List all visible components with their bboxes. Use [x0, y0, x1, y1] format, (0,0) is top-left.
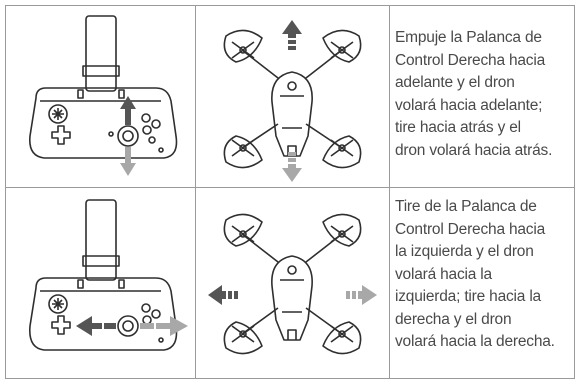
arrow-down-icon: [120, 147, 136, 176]
text-line: volará hacia adelante;: [395, 96, 543, 114]
table-divider-2: [389, 5, 390, 379]
arrow-right-icon: [140, 316, 188, 336]
row2-drone-cell: [196, 188, 389, 378]
drone-icon: [223, 20, 362, 182]
table-divider-middle: [5, 187, 575, 188]
arrow-down-icon: [282, 152, 302, 182]
text-line: dron volará hacia atrás.: [395, 141, 553, 159]
arrow-left-icon: [208, 285, 238, 305]
arrow-up-icon: [120, 96, 136, 125]
controller-icon: [28, 199, 188, 351]
text-line: tire hacia atrás y el: [395, 119, 521, 136]
text-line: Tire de la Palanca de: [395, 198, 537, 215]
text-line: la izquierda y el dron: [395, 243, 534, 260]
text-line: Control Derecha hacia: [395, 51, 546, 69]
row2-controller-cell: [6, 188, 195, 378]
text-line: Control Derecha hacia: [395, 220, 546, 238]
arrow-right-icon: [346, 285, 377, 305]
table-divider-1: [195, 5, 196, 379]
table-border-bottom: [5, 378, 575, 379]
arrow-up-icon: [282, 20, 302, 50]
row1-description: Empuje la Palanca de Control Derecha hac…: [395, 27, 552, 162]
text-line: derecha y el dron: [395, 310, 512, 328]
text-line: volará hacia la: [395, 265, 492, 283]
controller-icon: [28, 15, 178, 176]
text-line: Empuje la Palanca de: [395, 29, 542, 46]
row1-text-cell: Empuje la Palanca de Control Derecha hac…: [390, 6, 574, 187]
row1-controller-cell: [6, 6, 195, 187]
text-line: volará hacia la derecha.: [395, 333, 555, 350]
arrow-left-icon: [76, 316, 116, 336]
text-line: izquierda; tire hacia la: [395, 288, 541, 305]
row2-description: Tire de la Palanca de Control Derecha ha…: [395, 196, 555, 354]
text-line: adelante y el dron: [395, 74, 515, 91]
row1-drone-cell: [196, 6, 389, 187]
drone-icon: [208, 213, 377, 355]
instruction-table: Empuje la Palanca de Control Derecha hac…: [5, 5, 575, 379]
row2-text-cell: Tire de la Palanca de Control Derecha ha…: [390, 188, 574, 378]
table-border-left: [5, 5, 6, 379]
table-border-right: [574, 5, 575, 379]
table-border-top: [5, 5, 575, 6]
